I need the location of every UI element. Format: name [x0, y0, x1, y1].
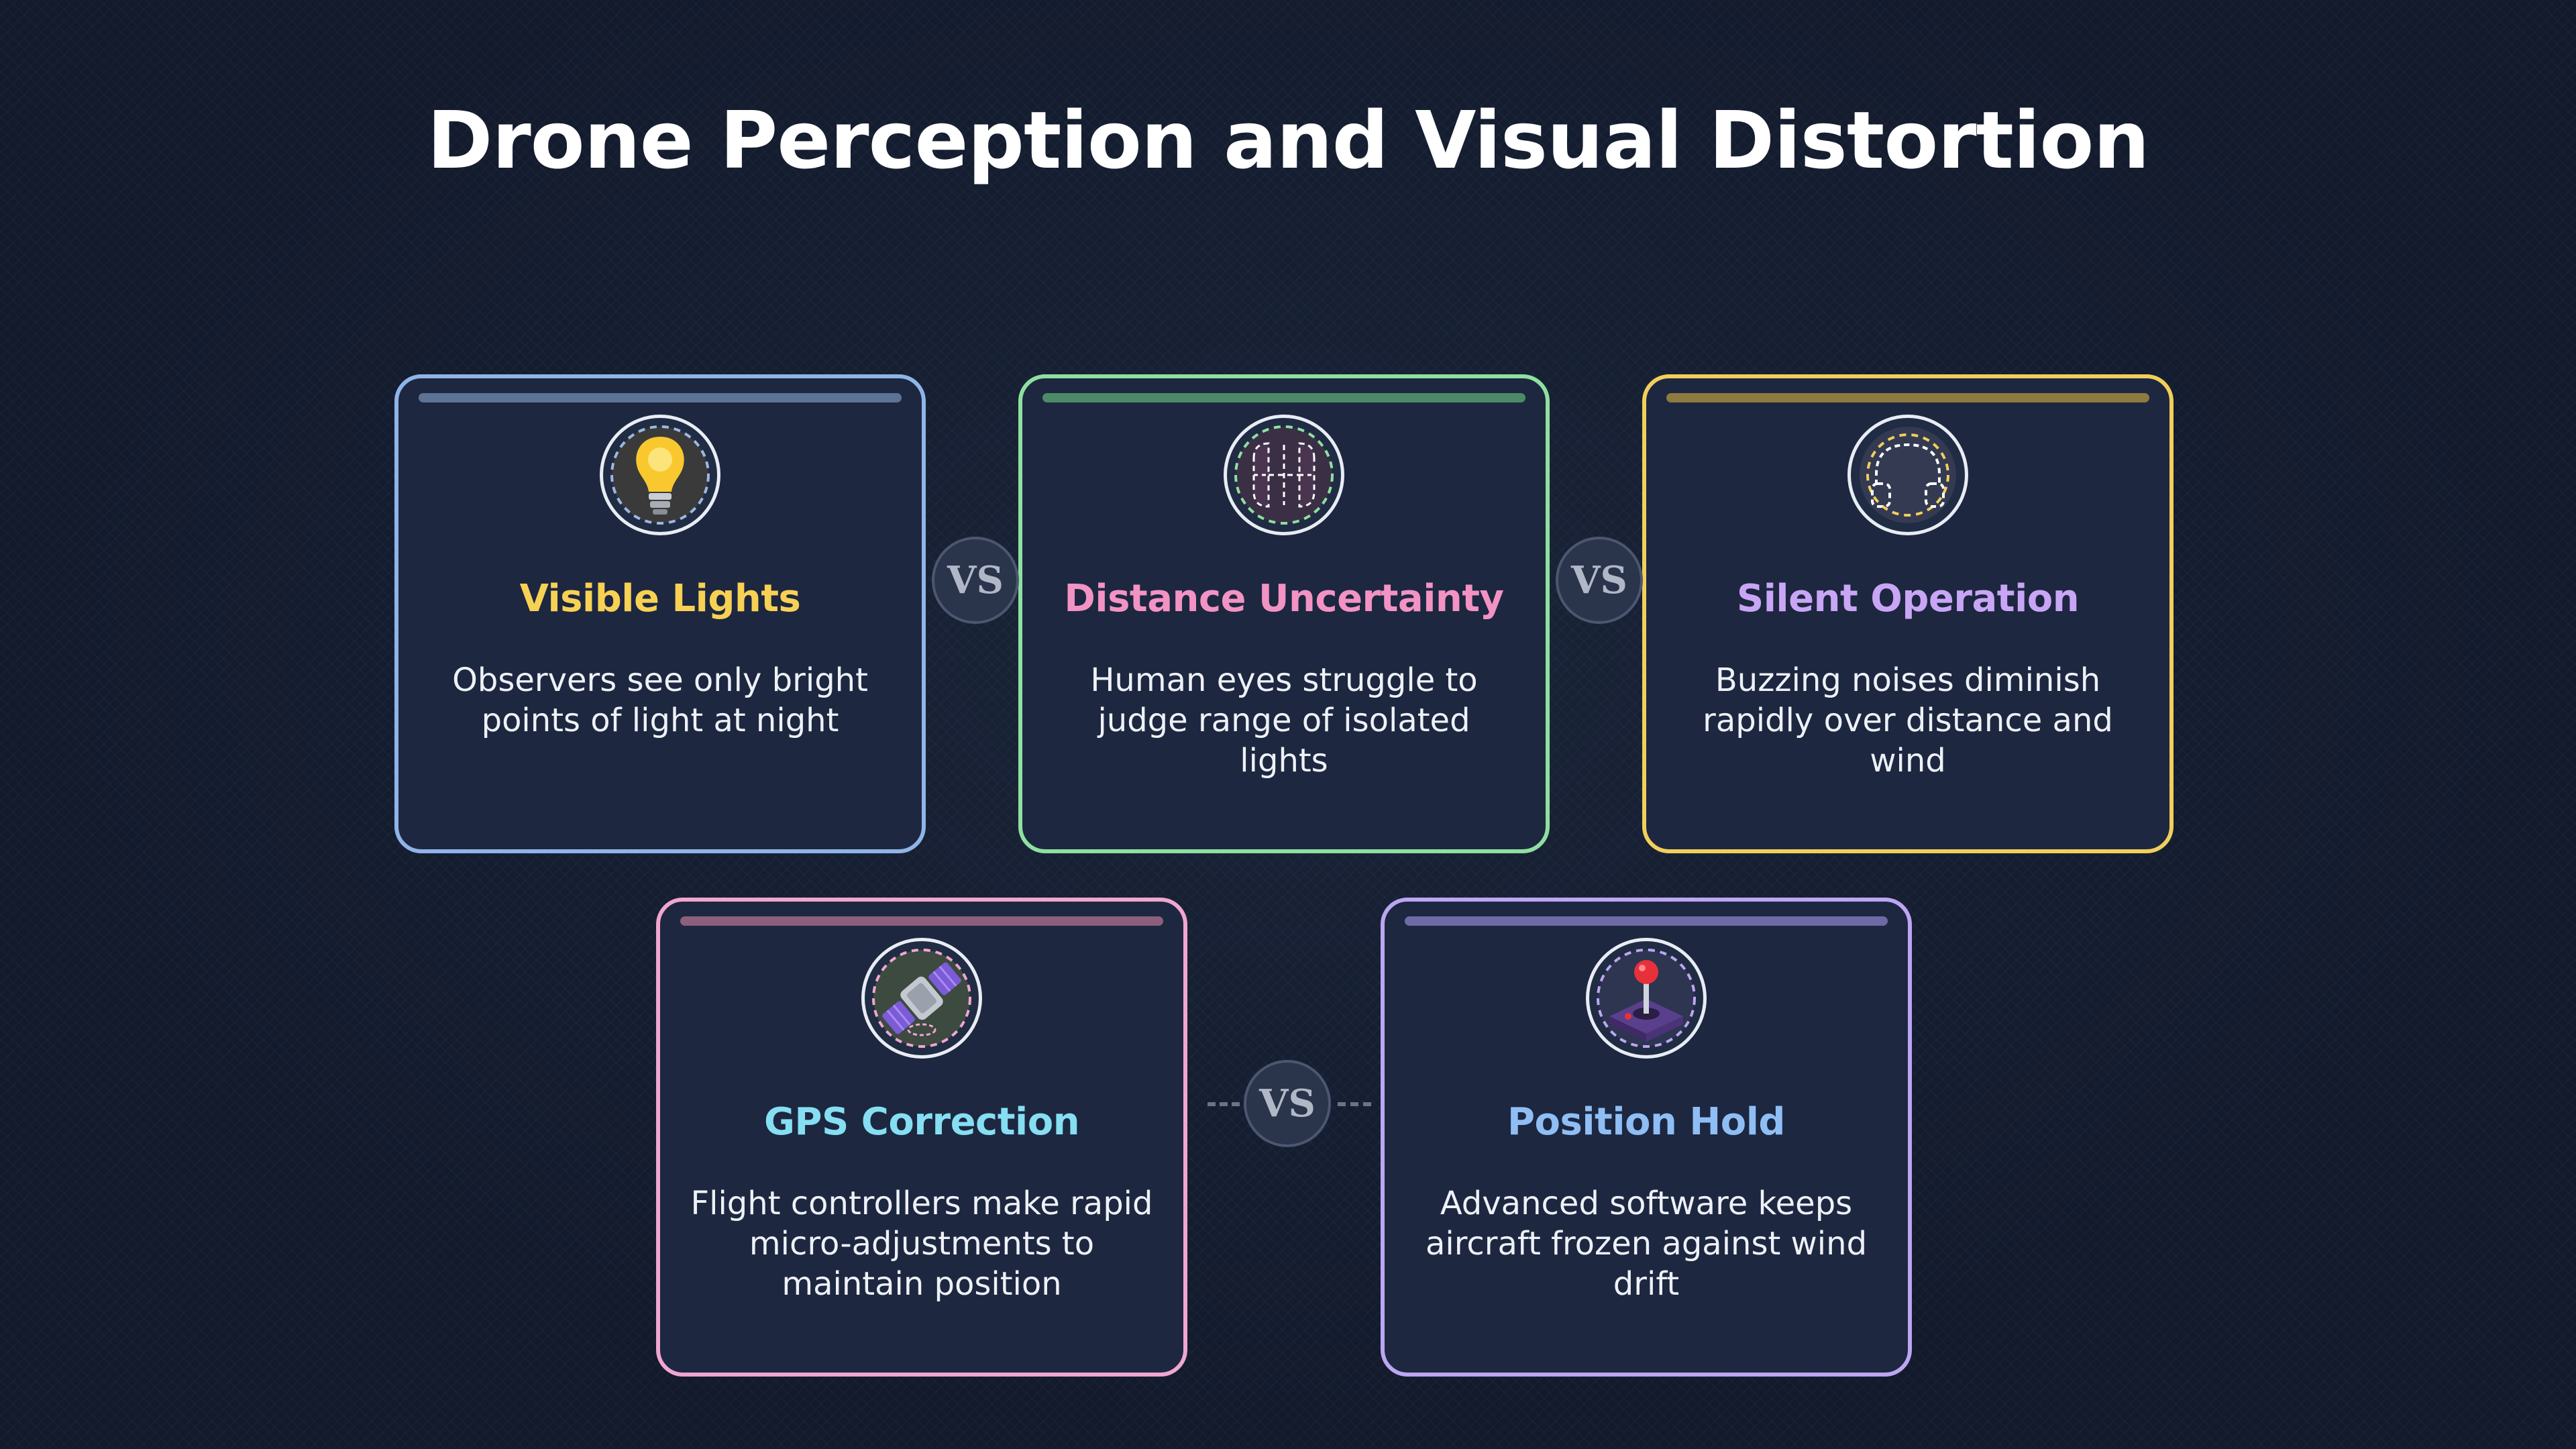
- card-position-hold: Position Hold Advanced software keeps ai…: [1381, 898, 1912, 1377]
- card-title: Position Hold: [1507, 1100, 1785, 1144]
- card-title: Silent Operation: [1736, 577, 2080, 621]
- satellite-icon: [861, 938, 982, 1059]
- card-description: Human eyes struggle to judge range of is…: [1090, 661, 1478, 780]
- card-title: Distance Uncertainty: [1064, 577, 1504, 621]
- card-description: Advanced software keeps aircraft frozen …: [1425, 1185, 1868, 1303]
- vs-badge: VS: [932, 537, 1019, 624]
- card-description: Observers see only bright points of ligh…: [452, 661, 868, 739]
- connector-dash: [1338, 1102, 1371, 1106]
- card-accent-bar: [1405, 916, 1888, 926]
- card-title: Visible Lights: [519, 577, 801, 621]
- connector-dash: [1208, 1102, 1240, 1106]
- lightbulb-icon: [600, 415, 720, 535]
- eyes-dotted-icon: [1224, 415, 1344, 535]
- card-description: Buzzing noises diminish rapidly over dis…: [1703, 661, 2113, 780]
- card-silent-operation: Silent Operation Buzzing noises diminish…: [1642, 374, 2174, 853]
- card-accent-bar: [1042, 393, 1525, 402]
- card-distance-uncertainty: Distance Uncertainty Human eyes struggle…: [1018, 374, 1550, 853]
- page-title: Drone Perception and Visual Distortion: [427, 94, 2150, 186]
- headphones-dotted-icon: [1847, 415, 1968, 535]
- card-gps-correction: GPS Correction Flight controllers make r…: [656, 898, 1187, 1377]
- card-accent-bar: [680, 916, 1163, 926]
- joystick-icon: [1586, 938, 1707, 1059]
- vs-badge: VS: [1244, 1060, 1331, 1147]
- card-accent-bar: [419, 393, 902, 402]
- card-accent-bar: [1666, 393, 2149, 402]
- card-visible-lights: Visible Lights Observers see only bright…: [394, 374, 926, 853]
- card-description: Flight controllers make rapid micro-adju…: [690, 1185, 1153, 1303]
- vs-badge: VS: [1556, 537, 1643, 624]
- card-title: GPS Correction: [763, 1100, 1080, 1144]
